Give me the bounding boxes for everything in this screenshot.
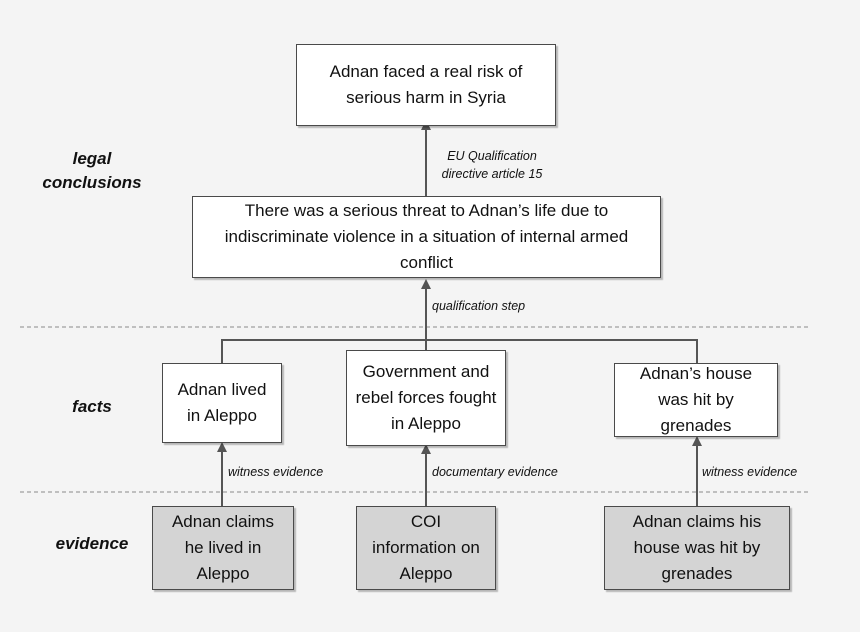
conclusion-top-text: Adnan faced a real risk of serious harm … bbox=[329, 62, 523, 107]
fact-house-text: Adnan’s house was hit by grenades bbox=[639, 364, 753, 435]
edge-label-documentary: documentary evidence bbox=[432, 465, 558, 479]
fact-fought-box: Government and rebel forces fought in Al… bbox=[346, 350, 506, 446]
evidence-coi-text: COI information on Aleppo bbox=[372, 512, 480, 583]
fact-house-box: Adnan’s house was hit by grenades bbox=[614, 363, 778, 437]
fact-fought-text: Government and rebel forces fought in Al… bbox=[355, 362, 497, 433]
level-label-evidence: evidence bbox=[55, 534, 129, 553]
edge-label-qualification: qualification step bbox=[432, 299, 526, 313]
evidence-claim-house-box: Adnan claims his house was hit by grenad… bbox=[604, 506, 790, 590]
facts-bracket bbox=[221, 339, 698, 363]
evidence-claim-lived-text: Adnan claims he lived in Aleppo bbox=[171, 512, 275, 583]
conclusion-middle-box: There was a serious threat to Adnan’s li… bbox=[192, 196, 661, 278]
conclusion-middle-text: There was a serious threat to Adnan’s li… bbox=[224, 201, 629, 272]
evidence-claim-house-text: Adnan claims his house was hit by grenad… bbox=[632, 512, 762, 583]
fact-lived-box: Adnan lived in Aleppo bbox=[162, 363, 282, 443]
edge-label-directive: EU Qualification directive article 15 bbox=[441, 149, 543, 181]
edge-label-witness-1: witness evidence bbox=[228, 465, 324, 479]
conclusion-top-box: Adnan faced a real risk of serious harm … bbox=[296, 44, 556, 126]
level-label-legal-conclusions: legal conclusions bbox=[42, 149, 142, 192]
edge-label-witness-2: witness evidence bbox=[702, 465, 798, 479]
level-label-facts: facts bbox=[72, 397, 112, 416]
evidence-coi-box: COI information on Aleppo bbox=[356, 506, 496, 590]
evidence-claim-lived-box: Adnan claims he lived in Aleppo bbox=[152, 506, 294, 590]
fact-lived-text: Adnan lived in Aleppo bbox=[177, 380, 267, 425]
